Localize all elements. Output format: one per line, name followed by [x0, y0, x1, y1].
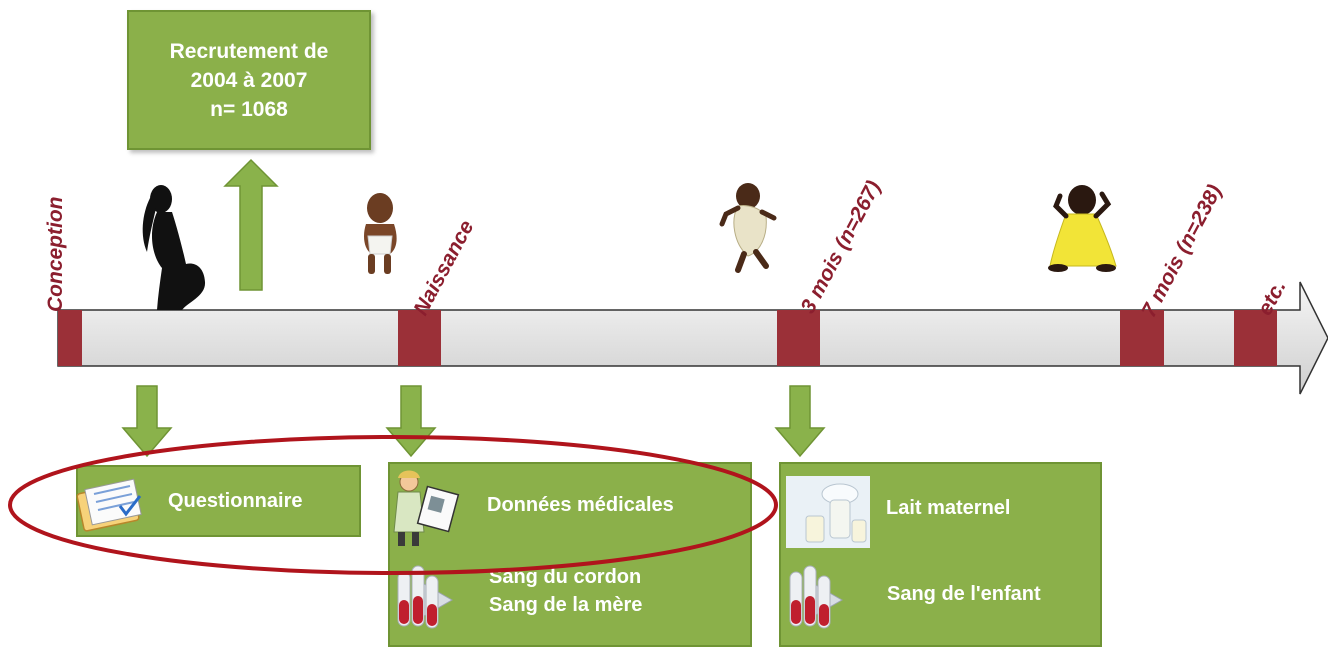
breast-pump-icon: [786, 476, 870, 548]
newborn-baby-icon: [364, 193, 397, 274]
medical-data-label: Données médicales: [487, 494, 674, 517]
infant-icon: [722, 183, 774, 270]
down-arrow-icon: [776, 386, 824, 456]
marker-etc: [1234, 310, 1277, 366]
child-blood-label: Sang de l'enfant: [887, 583, 1041, 606]
cord-blood-label: Sang du cordon: [489, 566, 641, 589]
down-arrow-icon: [123, 386, 171, 456]
down-arrow-icon: [387, 386, 435, 456]
marker-3-months: [777, 310, 820, 366]
pregnant-woman-icon: [143, 185, 205, 310]
questionnaire-label: Questionnaire: [168, 490, 302, 513]
up-arrow-icon: [225, 160, 277, 290]
label-conception: Conception: [44, 197, 68, 313]
sitting-child-icon: [1048, 185, 1116, 272]
marker-conception: [58, 310, 82, 366]
mother-blood-label: Sang de la mère: [489, 594, 642, 617]
marker-birth: [398, 310, 441, 366]
breast-milk-label: Lait maternel: [886, 497, 1010, 520]
